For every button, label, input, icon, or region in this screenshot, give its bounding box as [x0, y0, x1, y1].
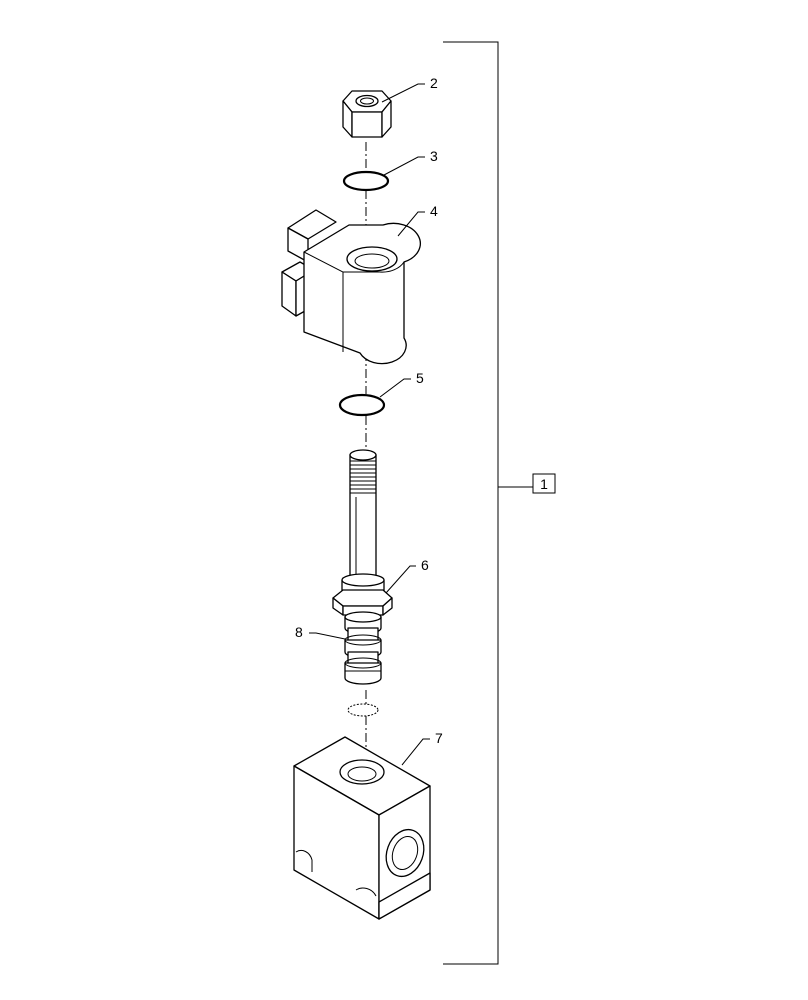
reference-box-label: 1: [540, 476, 548, 492]
hex-nut-part: [342, 90, 392, 138]
valve-cartridge-part: [332, 449, 393, 685]
callout-6: 6: [385, 557, 429, 594]
callout-4-label: 4: [430, 203, 438, 219]
callout-7: 7: [401, 730, 443, 766]
callout-8-label: 8: [295, 624, 303, 640]
assembly-bracket: 1: [443, 41, 556, 965]
upper-o-ring-part: [342, 170, 390, 192]
reference-box: [532, 473, 556, 494]
callout-8: 8: [295, 624, 346, 640]
callout-3-label: 3: [430, 148, 438, 164]
callout-2-label: 2: [430, 75, 438, 91]
callout-5: 5: [379, 370, 424, 398]
solenoid-coil-part: [281, 209, 421, 365]
valve-body-part: [293, 736, 431, 920]
callout-7-label: 7: [435, 730, 443, 746]
callout-6-label: 6: [421, 557, 429, 573]
callout-3: 3: [383, 148, 438, 176]
callout-4: 4: [397, 203, 438, 237]
callout-2: 2: [381, 75, 438, 103]
callout-5-label: 5: [416, 370, 424, 386]
lower-o-ring-part: [338, 393, 386, 417]
seal-ring-part: [347, 703, 379, 717]
